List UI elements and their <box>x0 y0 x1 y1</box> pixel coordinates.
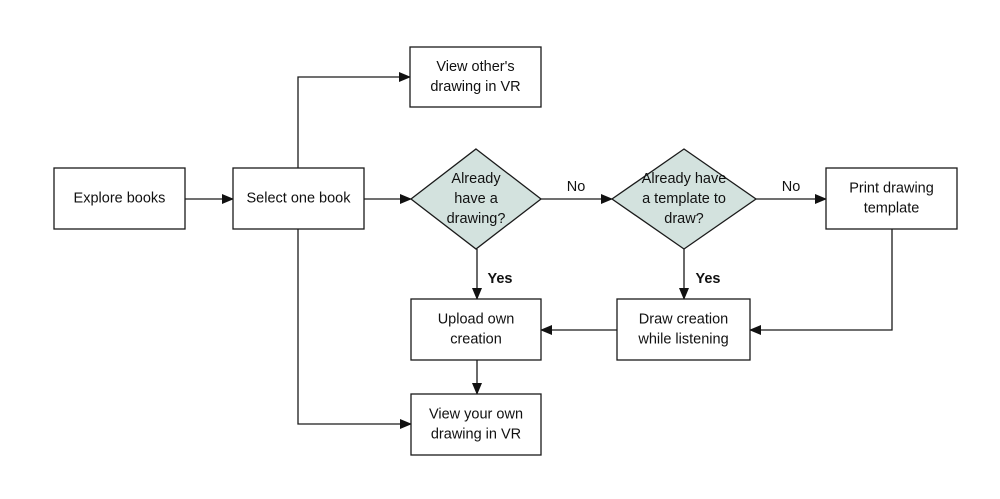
edges-layer <box>185 72 893 429</box>
node-label-line: a template to <box>642 191 726 207</box>
decision-diamond <box>610 148 758 250</box>
node-view-others: View other's drawing in VR <box>409 46 542 108</box>
node-print-template: Print drawing template <box>825 167 958 230</box>
node-label-line: Already <box>451 171 501 187</box>
edge-select-to-view_others <box>297 72 411 168</box>
node-label-line: while listening <box>637 331 728 347</box>
node-draw-creation: Draw creation while listening <box>616 298 751 361</box>
node-label-line: Explore books <box>74 190 166 206</box>
edge-label-yes: Yes <box>696 271 721 287</box>
node-label-line: have a <box>454 191 498 207</box>
edge-select-to-view_own <box>297 229 412 429</box>
process-box <box>232 167 365 230</box>
node-have-drawing: Already have a drawing? <box>409 148 543 250</box>
node-label-line: Already have <box>642 171 727 187</box>
node-label-line: View your own <box>429 406 523 422</box>
process-box <box>410 393 542 456</box>
node-label-line: Print drawing <box>849 180 934 196</box>
process-box <box>825 167 958 230</box>
node-explore: Explore books <box>53 167 186 230</box>
node-label-line: View other's <box>436 59 514 75</box>
edge-label-no: No <box>782 179 801 195</box>
node-label-line: drawing in VR <box>431 426 521 442</box>
node-label-line: drawing in VR <box>430 79 520 95</box>
node-label-line: draw? <box>664 211 704 227</box>
node-have-template: Already have a template to draw? <box>610 148 758 250</box>
process-box <box>616 298 751 361</box>
node-label-line: Select one book <box>247 190 352 206</box>
edge-print_template-to-draw_creation <box>749 229 893 335</box>
decision-diamond <box>409 148 543 250</box>
node-label-line: drawing? <box>447 211 506 227</box>
node-label-line: Draw creation <box>639 311 728 327</box>
nodes-layer: Explore books Select one book View other's… <box>53 46 958 456</box>
node-label-line: creation <box>450 331 502 347</box>
process-box <box>410 298 542 361</box>
node-label-line: Upload own <box>438 311 515 327</box>
node-view-own: View your own drawing in VR <box>410 393 542 456</box>
node-select: Select one book <box>232 167 365 230</box>
edge-label-no: No <box>567 179 586 195</box>
process-box <box>53 167 186 230</box>
edge-label-yes: Yes <box>488 271 513 287</box>
node-label-line: template <box>864 200 920 216</box>
node-upload: Upload own creation <box>410 298 542 361</box>
process-box <box>409 46 542 108</box>
